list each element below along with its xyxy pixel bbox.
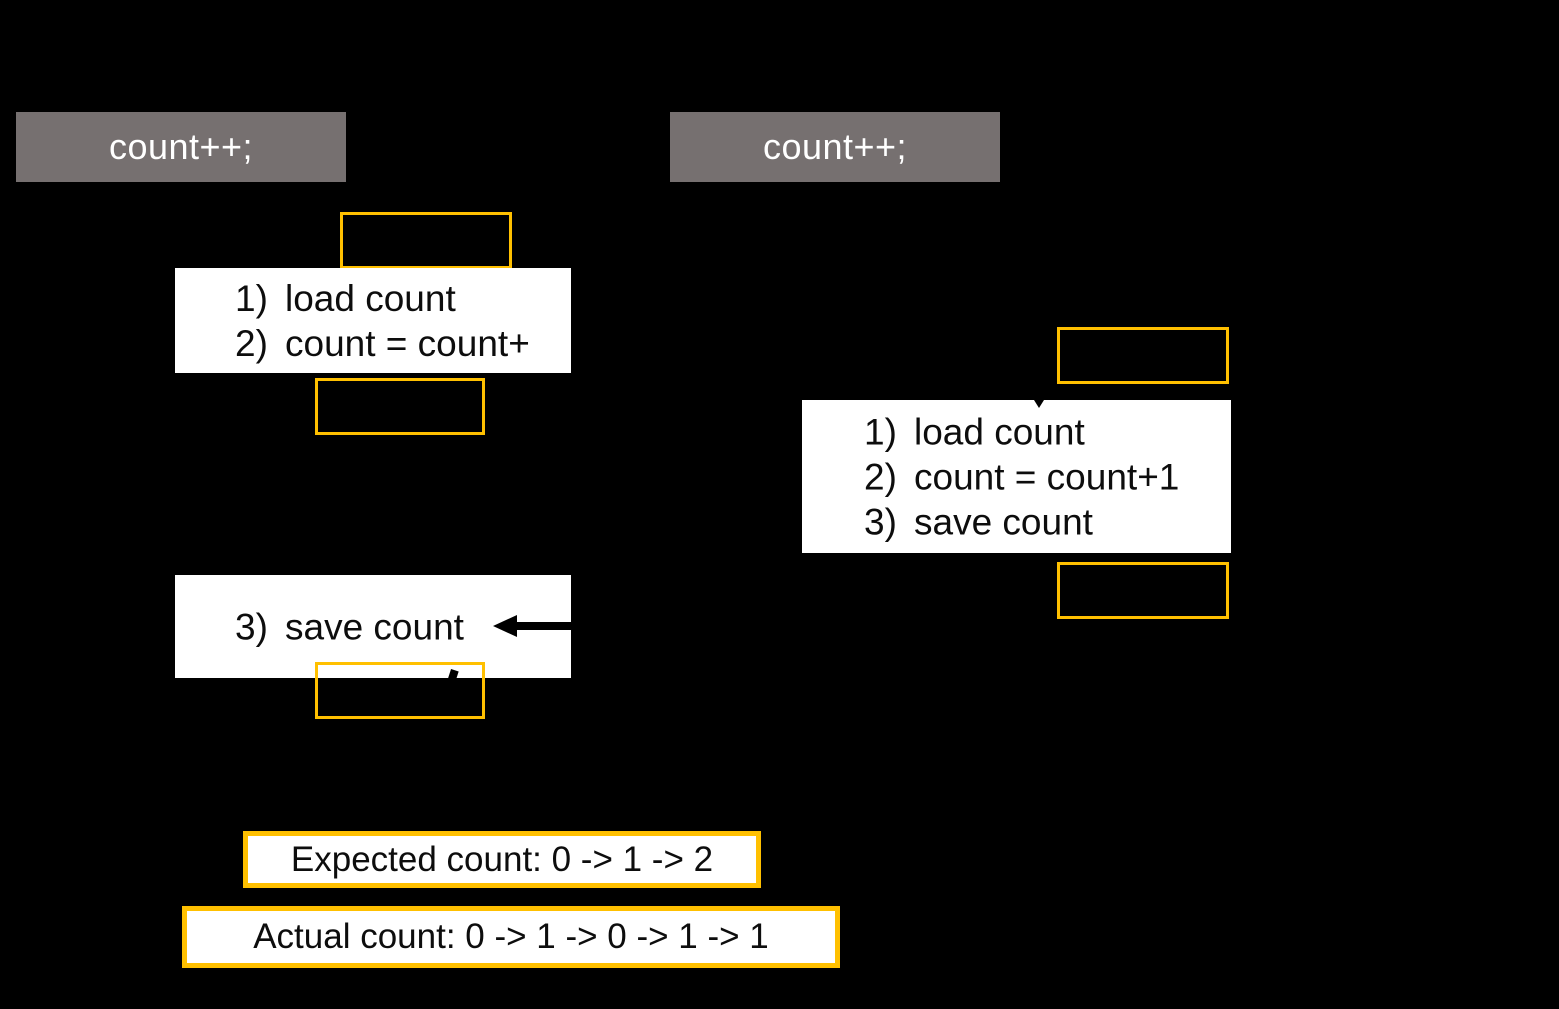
- instruction-lines: 1) load count 2) count = count+: [235, 276, 530, 366]
- step-number: 1): [864, 411, 897, 452]
- step-number: 3): [864, 501, 897, 542]
- highlight-box-right-lower: [1057, 562, 1229, 619]
- highlight-box-left-upper: [340, 212, 512, 269]
- highlight-box-right-upper: [1057, 327, 1229, 384]
- instruction-step: 3) save count: [235, 604, 464, 649]
- instruction-panel-left-upper: 1) load count 2) count = count+: [175, 268, 571, 373]
- statement-banner-right: count++;: [670, 112, 1000, 182]
- actual-count-callout: Actual count: 0 -> 1 -> 0 -> 1 -> 1: [182, 906, 840, 968]
- instruction-lines: 3) save count: [235, 604, 464, 649]
- step-text: save count: [285, 606, 464, 647]
- highlight-box-left-middle: [315, 378, 485, 435]
- thread-entry-arrow-icon: [1029, 378, 1049, 408]
- step-text: load count: [285, 277, 456, 319]
- expected-count-callout: Expected count: 0 -> 1 -> 2: [243, 831, 761, 888]
- arrowhead-icon: [493, 615, 517, 637]
- instruction-step: 3) save count: [864, 499, 1179, 544]
- step-number: 3): [235, 606, 268, 647]
- instruction-step: 2) count = count+1: [864, 454, 1179, 499]
- step-text: save count: [914, 501, 1093, 542]
- step-number: 2): [235, 322, 268, 364]
- step-number: 2): [864, 456, 897, 497]
- instruction-step: 1) load count: [235, 276, 530, 321]
- instruction-panel-right: 1) load count 2) count = count+1 3) save co…: [802, 400, 1231, 553]
- arrowhead-icon: [1029, 392, 1049, 408]
- arrow-shaft: [515, 622, 573, 630]
- step-text: count = count+: [285, 322, 530, 364]
- context-switch-arrow-icon: [493, 615, 573, 637]
- arrow-shaft: [1036, 378, 1042, 396]
- highlight-box-left-lower: [315, 662, 485, 719]
- instruction-step: 1) load count: [864, 409, 1179, 454]
- step-number: 1): [235, 277, 268, 319]
- instruction-lines: 1) load count 2) count = count+1 3) save co…: [864, 409, 1179, 544]
- step-text: count = count+1: [914, 456, 1180, 497]
- instruction-step: 2) count = count+: [235, 321, 530, 366]
- step-text: load count: [914, 411, 1085, 452]
- statement-banner-left: count++;: [16, 112, 346, 182]
